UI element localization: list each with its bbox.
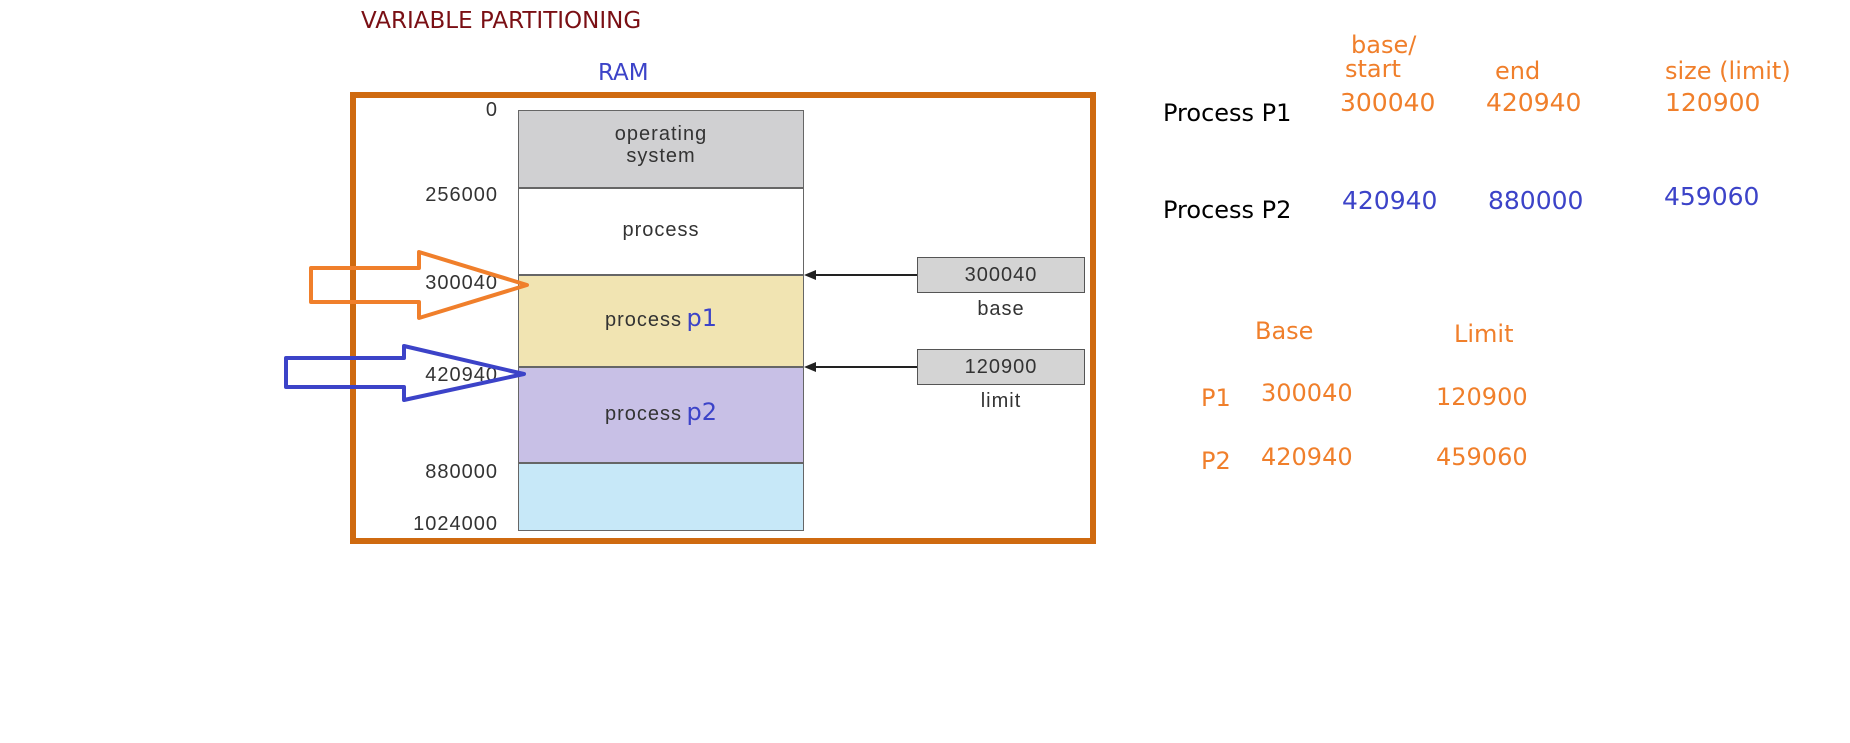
- base-register-label: base: [977, 298, 1025, 320]
- bl-row-p1-name: P1: [1201, 384, 1231, 412]
- memory-diagram-frame: [350, 92, 1096, 544]
- row-p1-name: Process P1: [1163, 99, 1292, 127]
- process-segment: process: [518, 188, 804, 275]
- ram-label: RAM: [598, 60, 649, 86]
- header-base-line1: base/: [1351, 31, 1417, 59]
- limit-register-label: limit: [980, 390, 1022, 412]
- address-label: 0: [485, 99, 498, 121]
- row-p2-end: 880000: [1488, 186, 1584, 215]
- bl-row-p1-limit: 120900: [1436, 383, 1528, 411]
- row-p2-start: 420940: [1342, 186, 1438, 215]
- os-label-line2: system: [626, 145, 696, 167]
- row-p1-size: 120900: [1665, 88, 1761, 117]
- p2-pointer-arrow-icon: [284, 344, 526, 402]
- p1-pointer-arrow-icon: [309, 250, 529, 320]
- header-base-start: base/ start: [1345, 33, 1416, 81]
- p1-tag: p1: [686, 304, 717, 332]
- bl-header-base: Base: [1255, 317, 1314, 345]
- bl-row-p2-name: P2: [1201, 447, 1231, 475]
- bl-row-p1-base: 300040: [1261, 379, 1353, 407]
- limit-register: 120900: [917, 349, 1085, 385]
- address-label: 880000: [425, 461, 498, 483]
- bl-header-limit: Limit: [1454, 320, 1514, 348]
- address-label: 300040: [425, 272, 498, 294]
- address-label: 420940: [425, 364, 498, 386]
- row-p1-start: 300040: [1340, 88, 1436, 117]
- base-register: 300040: [917, 257, 1085, 293]
- os-label-line1: operating: [614, 123, 708, 145]
- base-pointer-arrowhead: [804, 270, 816, 280]
- process-label: process: [622, 219, 700, 241]
- process-p2-segment: process p2: [518, 367, 804, 463]
- row-p1-end: 420940: [1486, 88, 1582, 117]
- header-end: end: [1495, 57, 1541, 85]
- address-label: 1024000: [413, 513, 498, 535]
- limit-pointer-arrowhead: [804, 362, 816, 372]
- bl-row-p2-base: 420940: [1261, 443, 1353, 471]
- address-label: 256000: [425, 184, 498, 206]
- process-p2-label: process: [605, 403, 683, 425]
- p2-tag: p2: [686, 398, 717, 426]
- operating-system-segment: operating system: [518, 110, 804, 188]
- header-base-line2: start: [1345, 55, 1401, 83]
- row-p2-name: Process P2: [1163, 196, 1292, 224]
- header-size-limit: size (limit): [1665, 57, 1791, 85]
- free-memory-segment: [518, 463, 804, 531]
- page-title: VARIABLE PARTITIONING: [361, 8, 642, 34]
- process-p1-segment: process p1: [518, 275, 804, 367]
- row-p2-size: 459060: [1664, 182, 1760, 211]
- process-p1-label: process: [605, 309, 683, 331]
- bl-row-p2-limit: 459060: [1436, 443, 1528, 471]
